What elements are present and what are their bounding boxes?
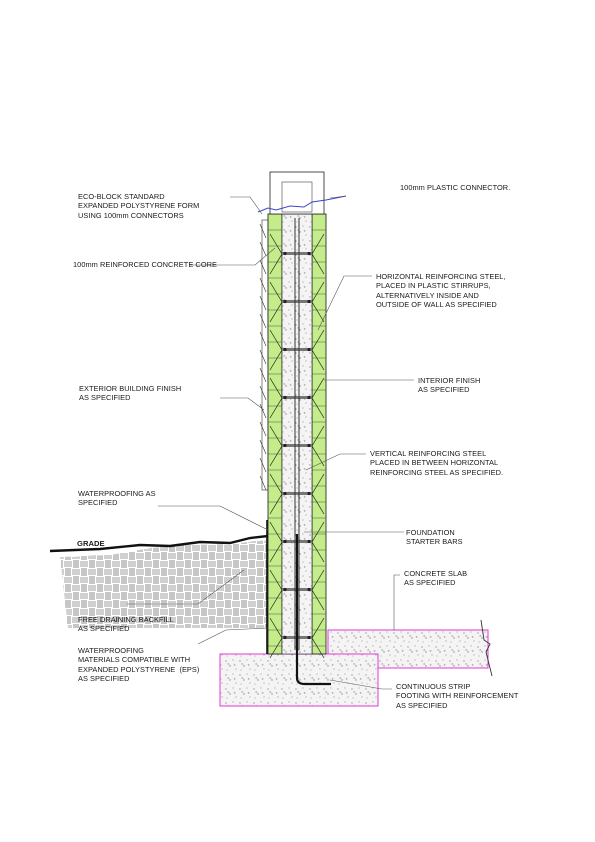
label-exterior-finish: EXTERIOR BUILDING FINISH AS SPECIFIED bbox=[79, 384, 182, 403]
rebar-dot bbox=[307, 347, 311, 352]
siding-board bbox=[259, 385, 267, 401]
backfill-soil bbox=[60, 540, 268, 628]
siding-board bbox=[259, 403, 267, 419]
rebar-dot bbox=[307, 395, 311, 400]
horizontal-rebar bbox=[282, 300, 312, 303]
foundation-starter-bar bbox=[295, 534, 331, 686]
exterior-finish bbox=[261, 219, 269, 491]
rebar-dot bbox=[283, 539, 287, 544]
strip-footing bbox=[219, 653, 379, 707]
label-waterproofing-materials: WATERPROOFING MATERIALS COMPATIBLE WITH … bbox=[78, 646, 200, 684]
siding-board bbox=[259, 295, 267, 311]
rebar-dot bbox=[283, 635, 287, 640]
horizontal-rebar bbox=[282, 492, 312, 495]
label-plastic-connector: 100mm PLASTIC CONNECTOR. bbox=[400, 183, 511, 192]
rebar-dot bbox=[307, 299, 311, 304]
leader-lines bbox=[126, 195, 414, 690]
siding-board bbox=[259, 475, 267, 491]
horizontal-rebar bbox=[282, 396, 312, 399]
siding-board bbox=[259, 439, 267, 455]
siding-board bbox=[259, 367, 267, 383]
siding-board bbox=[259, 313, 267, 329]
siding-board bbox=[259, 349, 267, 365]
horizontal-rebar bbox=[282, 348, 312, 351]
rebar-dot bbox=[307, 251, 311, 256]
rebar-dot bbox=[307, 491, 311, 496]
label-backfill: FREE DRAINING BACKFILL AS SPECIFIED bbox=[78, 615, 174, 634]
label-horizontal-steel: HORIZONTAL REINFORCING STEEL, PLACED IN … bbox=[376, 272, 506, 310]
label-foundation-starter: FOUNDATION STARTER BARS bbox=[406, 528, 463, 547]
siding-board bbox=[259, 331, 267, 347]
rebar-dot bbox=[307, 443, 311, 448]
rebar-dot bbox=[307, 635, 311, 640]
siding-board bbox=[259, 421, 267, 437]
rebar-dot bbox=[283, 491, 287, 496]
wall-top-inner bbox=[281, 181, 313, 213]
label-strip-footing: CONTINUOUS STRIP FOOTING WITH REINFORCEM… bbox=[396, 682, 519, 710]
rebar-dot bbox=[283, 395, 287, 400]
label-eco-block: ECO-BLOCK STANDARD EXPANDED POLYSTYRENE … bbox=[78, 192, 200, 220]
rebar-dot bbox=[283, 587, 287, 592]
label-waterproofing: WATERPROOFING AS SPECIFIED bbox=[78, 489, 156, 508]
siding-board bbox=[259, 259, 267, 275]
rebar-dot bbox=[307, 587, 311, 592]
label-grade: GRADE bbox=[77, 539, 105, 548]
horizontal-rebar bbox=[282, 252, 312, 255]
label-concrete-core: 100mm REINFORCED CONCRETE CORE bbox=[73, 260, 217, 269]
rebar-dot bbox=[283, 251, 287, 256]
label-vertical-steel: VERTICAL REINFORCING STEEL PLACED IN BET… bbox=[370, 449, 504, 477]
plastic-connector-mark bbox=[257, 195, 347, 213]
rebar-dot bbox=[283, 443, 287, 448]
rebar-dot bbox=[283, 299, 287, 304]
siding-board bbox=[259, 223, 267, 239]
siding-board bbox=[259, 241, 267, 257]
slab-break-line bbox=[480, 619, 493, 677]
rebar-dot bbox=[283, 347, 287, 352]
wall-top-outline bbox=[269, 171, 325, 215]
rebar-dot bbox=[307, 539, 311, 544]
concrete-slab bbox=[327, 629, 489, 669]
icf-wall-assembly bbox=[259, 213, 331, 686]
label-concrete-slab: CONCRETE SLAB AS SPECIFIED bbox=[404, 569, 468, 588]
label-interior-finish: INTERIOR FINISH AS SPECIFIED bbox=[418, 376, 481, 395]
grade-line bbox=[49, 534, 269, 553]
siding-board bbox=[259, 457, 267, 473]
horizontal-rebar bbox=[282, 444, 312, 447]
siding-board bbox=[259, 277, 267, 293]
